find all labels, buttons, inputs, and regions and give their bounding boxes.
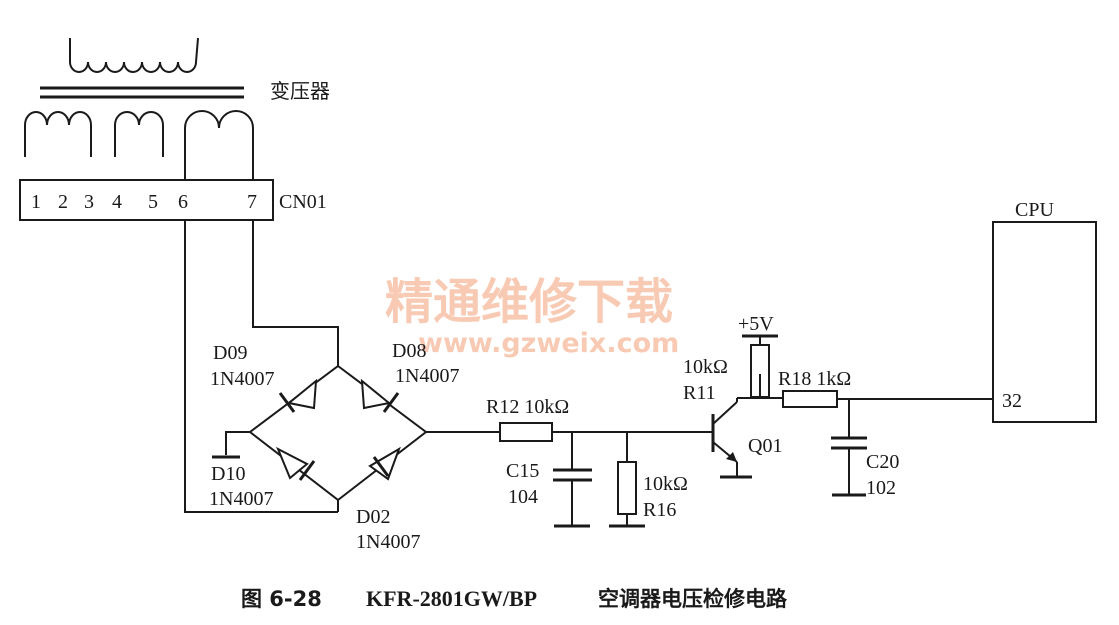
diode-d09-part: 1N4007 (210, 368, 274, 390)
diode-d10-part: 1N4007 (209, 488, 273, 510)
capacitor-c20-value: 102 (866, 477, 896, 499)
resistor-r16-value: 10kΩ (643, 473, 688, 495)
supply-label: +5V (738, 313, 774, 335)
transistor-q01 (711, 398, 752, 479)
wire-pin7-to-bridge (252, 220, 339, 352)
diode-d10-symbol (276, 446, 316, 481)
resistor-r11-ref: R11 (683, 382, 716, 404)
diode-d02-symbol (368, 446, 401, 481)
secondary-winding-1 (24, 111, 92, 157)
primary-winding (69, 37, 199, 73)
secondary-winding-2 (114, 111, 164, 157)
diode-d08-symbol (360, 378, 400, 413)
bridge-rectifier: D09 1N4007 D08 1N4007 D10 1N4007 D02 1N4… (209, 340, 500, 553)
diode-d02-ref: D02 (356, 506, 390, 528)
connector-pin-2: 2 (58, 191, 68, 213)
diode-d09-ref: D09 (213, 342, 247, 364)
connector-pin-4: 4 (112, 191, 122, 213)
capacitor-c20 (831, 399, 867, 497)
watermark-cn: 精通维修下载 (385, 274, 673, 330)
bridge-ground-wire (225, 431, 250, 455)
resistor-r11-value: 10kΩ (683, 356, 728, 378)
diode-d08-part: 1N4007 (395, 365, 459, 387)
wire-pin6-to-bridge (184, 220, 338, 513)
cpu-pin-label: 32 (1002, 390, 1022, 412)
connector-pin-6: 6 (178, 191, 188, 213)
diode-d09-symbol (278, 378, 318, 413)
capacitor-c15-value: 104 (508, 486, 538, 508)
wire-collector (737, 374, 761, 399)
resistor-r12-label: R12 10kΩ (486, 396, 569, 418)
connector-pin-5: 5 (148, 191, 158, 213)
diode-d02-part: 1N4007 (356, 531, 420, 553)
resistor-r16-ref: R16 (643, 499, 676, 521)
capacitor-c20-ref: C20 (866, 451, 899, 473)
transformer: 变压器 (24, 37, 330, 180)
caption-model: KFR-2801GW/BP (366, 586, 537, 611)
transistor-q01-ref: Q01 (748, 435, 782, 457)
connector-body (19, 179, 274, 221)
cpu-box (992, 221, 1097, 423)
connector-pin-1: 1 (31, 191, 41, 213)
figure-caption: 图 6-28 KFR-2801GW/BP 空调器电压检修电路 (241, 586, 788, 611)
connector-cn01: 1 2 3 4 5 6 7 CN01 (19, 179, 327, 221)
capacitor-c15-ref: C15 (506, 460, 539, 482)
connector-name: CN01 (279, 191, 327, 213)
resistor-r16 (609, 432, 645, 528)
watermark: 精通维修下载 www.gzweix.com (385, 274, 679, 359)
secondary-winding-3 (184, 110, 254, 180)
watermark-url: www.gzweix.com (418, 328, 679, 359)
resistor-r18-label: R18 1kΩ (778, 368, 851, 390)
resistor-r12 (499, 422, 553, 442)
caption-figure-number: 图 6-28 (241, 587, 322, 611)
caption-title: 空调器电压检修电路 (598, 587, 788, 611)
diode-d10-ref: D10 (211, 463, 245, 485)
connector-pin-3: 3 (84, 191, 94, 213)
diode-d08-ref: D08 (392, 340, 426, 362)
capacitor-c15 (553, 432, 592, 528)
transformer-label: 变压器 (270, 79, 330, 103)
cpu-label: CPU (1015, 199, 1054, 221)
resistor-r18 (782, 390, 838, 408)
connector-pin-7: 7 (247, 191, 257, 213)
